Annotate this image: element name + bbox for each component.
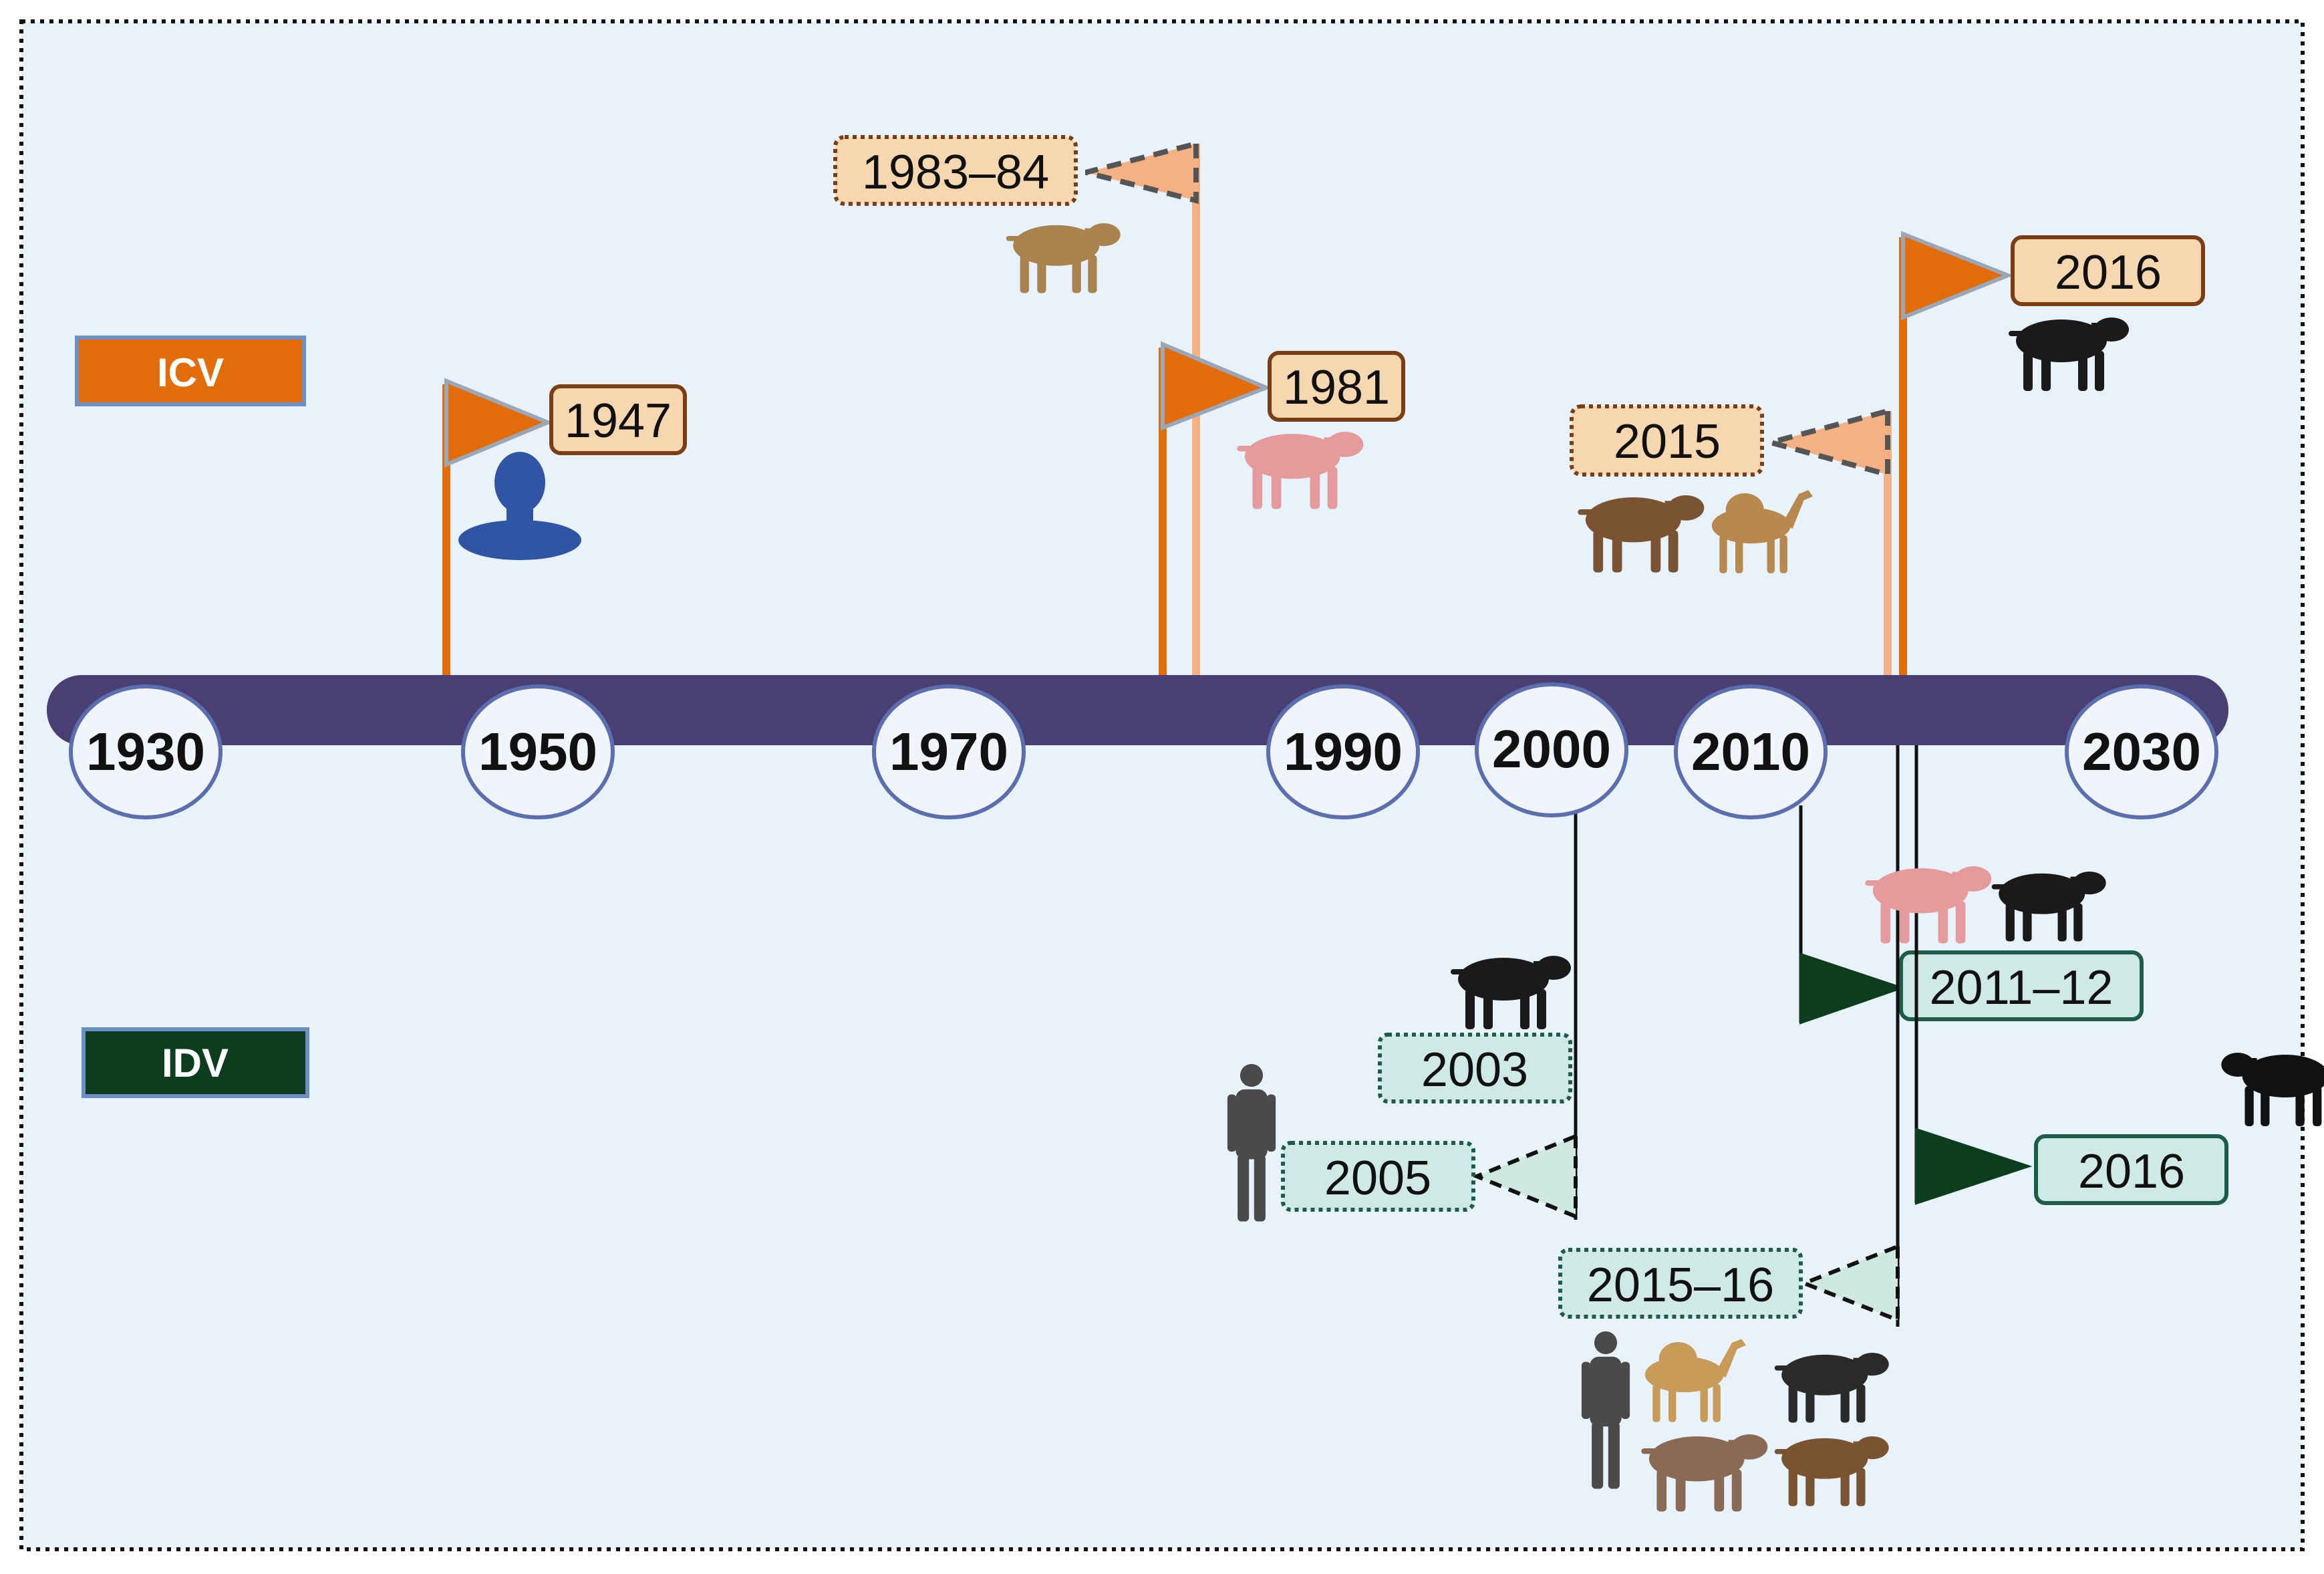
icv-label-1947: 1947 xyxy=(565,394,672,448)
idv-label-2015-16: 2015–16 xyxy=(1587,1259,1774,1312)
idv-flag-2015-16: 2015–16 xyxy=(1558,745,1900,1327)
year-tick-1990: 1990 xyxy=(1266,684,1420,819)
icv-flag-1981: 1981 xyxy=(1159,341,1405,675)
icv-flag-2016: 2016 xyxy=(1899,231,2205,675)
idv-label-2016: 2016 xyxy=(2078,1145,2185,1198)
idv-label-2003: 2003 xyxy=(1421,1043,1528,1097)
svg-text:1950: 1950 xyxy=(478,722,597,781)
idv-label-2005: 2005 xyxy=(1324,1152,1431,1205)
svg-text:1930: 1930 xyxy=(86,722,205,781)
legend-idv: IDV xyxy=(82,1027,309,1098)
legend-idv-label: IDV xyxy=(162,1041,229,1085)
svg-text:1970: 1970 xyxy=(889,722,1008,781)
idv-label-2011-12: 2011–12 xyxy=(1930,961,2114,1015)
year-tick-2010: 2010 xyxy=(1674,684,1828,819)
svg-text:2010: 2010 xyxy=(1691,722,1810,781)
svg-text:1990: 1990 xyxy=(1284,722,1403,781)
legend-icv-label: ICV xyxy=(157,350,224,395)
svg-text:2000: 2000 xyxy=(1492,719,1611,779)
idv-flag-2005: 2005 xyxy=(1281,1133,1578,1220)
icv-label-2016: 2016 xyxy=(2055,246,2162,299)
icv-label-1981: 1981 xyxy=(1283,361,1390,414)
year-tick-2000: 2000 xyxy=(1475,682,1628,817)
icv-label-1983-84: 1983–84 xyxy=(862,146,1049,199)
idv-flag-2011-12: 2011–12 xyxy=(1799,805,2144,1025)
icv-flag-2015: 2015 xyxy=(1570,404,1892,675)
year-tick-1950: 1950 xyxy=(461,684,615,819)
year-tick-1970: 1970 xyxy=(872,684,1026,819)
idv-flag-2003: 2003 xyxy=(1378,812,1578,1220)
timeline-bar xyxy=(47,675,2228,745)
year-tick-1930: 1930 xyxy=(69,684,223,819)
icv-flag-1983-84: 1983–84 xyxy=(833,135,1200,675)
idv-flag-2016: 2016 xyxy=(1914,745,2228,1205)
year-tick-2030: 2030 xyxy=(2065,684,2218,819)
legend-icv: ICV xyxy=(75,336,306,406)
icv-flag-1947: 1947 xyxy=(442,378,687,675)
icv-label-2015: 2015 xyxy=(1614,415,1721,469)
background xyxy=(19,19,2305,1551)
human-bust-icon xyxy=(458,452,581,560)
svg-text:2030: 2030 xyxy=(2082,722,2201,781)
